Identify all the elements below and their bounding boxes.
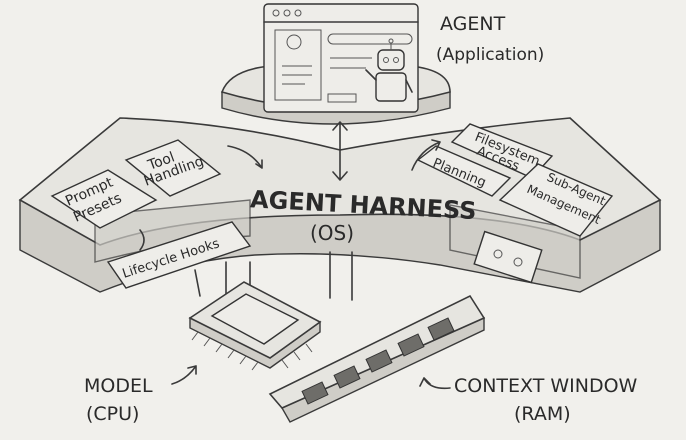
- harness-subtitle: (OS): [310, 221, 354, 245]
- model-subtitle: (CPU): [86, 403, 139, 425]
- context-subtitle: (RAM): [514, 403, 571, 425]
- left-modules: [50, 139, 252, 289]
- right-modules: [416, 123, 614, 284]
- robot-icon: [365, 38, 413, 102]
- agent-subtitle: (Application): [436, 45, 544, 65]
- ram-module: [268, 294, 486, 423]
- agent-title: AGENT: [440, 13, 506, 35]
- model-title: MODEL: [84, 375, 153, 397]
- cpu-chip: [188, 281, 322, 371]
- context-title: CONTEXT WINDOW: [454, 375, 638, 397]
